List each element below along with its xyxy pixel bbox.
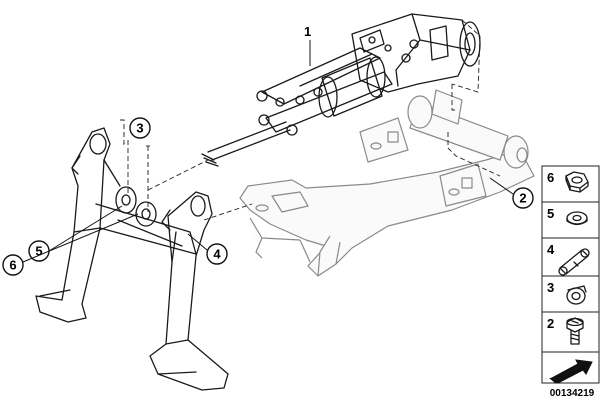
svg-text:4: 4 bbox=[547, 242, 555, 257]
svg-text:3: 3 bbox=[547, 280, 554, 295]
electric-actuator bbox=[201, 13, 481, 167]
washer-icon bbox=[566, 211, 588, 226]
drawing-number: 00134219 bbox=[550, 388, 595, 399]
callout-6-leader bbox=[22, 213, 139, 263]
hex-nut-icon bbox=[565, 171, 589, 193]
legend-row-5: 5 bbox=[541, 201, 600, 239]
center-stand bbox=[35, 127, 229, 391]
svg-text:5: 5 bbox=[547, 206, 554, 221]
callout-2: 2 bbox=[512, 187, 534, 209]
callout-6: 6 bbox=[2, 254, 24, 276]
assembly-guide-lines bbox=[120, 19, 501, 221]
callout-4-leader bbox=[187, 233, 208, 251]
pin-icon bbox=[558, 248, 590, 276]
svg-text:6: 6 bbox=[9, 258, 16, 273]
legend-row-4: 4 bbox=[541, 237, 600, 277]
callout-5-leader bbox=[48, 205, 123, 252]
svg-text:5: 5 bbox=[35, 244, 42, 259]
direction-arrow-box bbox=[541, 351, 600, 384]
svg-text:4: 4 bbox=[213, 247, 221, 262]
clip-icon bbox=[566, 285, 587, 305]
callout-2-leader bbox=[489, 177, 514, 195]
legend-row-2: 2 bbox=[541, 311, 600, 353]
screw-icon bbox=[566, 317, 584, 345]
callout-3: 3 bbox=[129, 117, 151, 139]
svg-text:2: 2 bbox=[547, 316, 554, 331]
svg-text:2: 2 bbox=[519, 191, 526, 206]
legend-row-6: 6 bbox=[541, 165, 600, 203]
svg-text:3: 3 bbox=[136, 121, 143, 136]
center-stand-frame bbox=[239, 89, 535, 277]
legend-row-3: 3 bbox=[541, 275, 600, 313]
callout-4: 4 bbox=[206, 243, 228, 265]
parts-legend: 6 5 4 bbox=[541, 165, 600, 384]
svg-text:6: 6 bbox=[547, 170, 554, 185]
part-1-label: 1 bbox=[304, 24, 311, 39]
arrow-icon bbox=[549, 359, 593, 384]
